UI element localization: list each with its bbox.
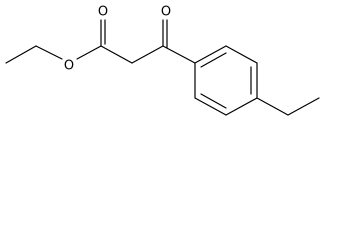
- ring-bond-5: [194, 97, 227, 116]
- ring-inner-double-3: [200, 93, 227, 109]
- bond-o-ester-carbonyl-carbon: [76, 45, 102, 60]
- bond-ch2-o-ester: [35, 45, 63, 60]
- atom-o-ester-carbonyl: O: [98, 5, 108, 20]
- bond-ester-c-ch2: [100, 45, 133, 64]
- ring-bond-2: [225, 45, 258, 64]
- bond-ketone-c-ring: [162, 45, 196, 64]
- atom-o-ketone: O: [161, 5, 171, 20]
- bond-ch2-ketone-c: [131, 45, 164, 64]
- ring-bond-4: [225, 97, 258, 116]
- bond-ring-ch2: [256, 97, 289, 116]
- bond-ch2-ch3: [287, 97, 320, 116]
- atom-o-ester-ether: O: [64, 59, 74, 74]
- ring-inner-double-1: [200, 52, 227, 68]
- bond-ch3-ch2-ester: [5, 45, 37, 64]
- chemical-structure-diagram: O O O: [5, 5, 320, 116]
- ring-bond-1: [194, 45, 227, 64]
